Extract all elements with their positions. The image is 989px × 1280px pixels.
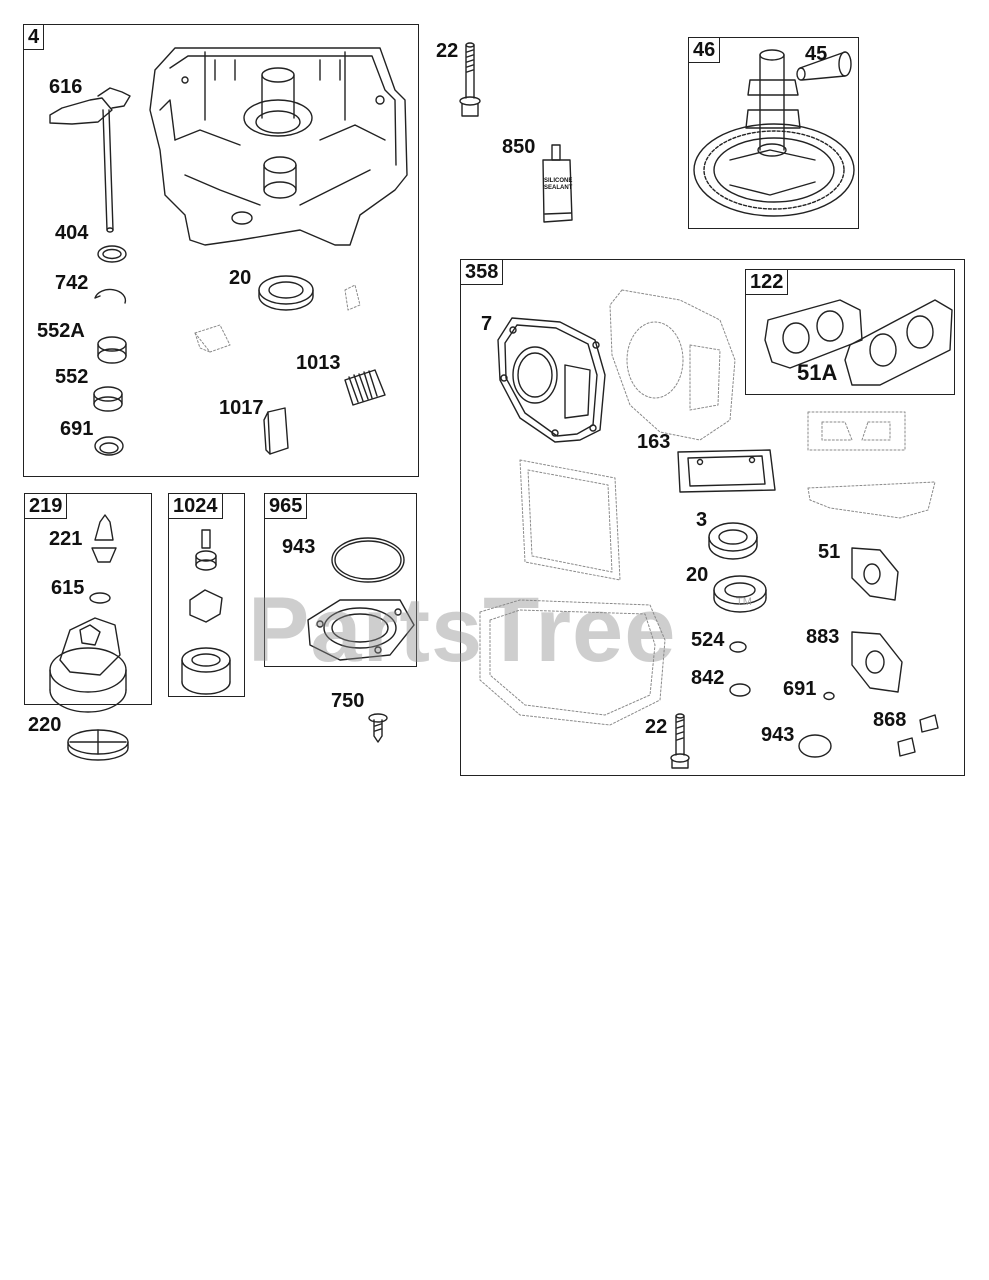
sealant-text-1: SILICONE <box>544 178 573 184</box>
box-camshaft: 46 <box>688 37 859 229</box>
callout-220: 220 <box>28 714 62 736</box>
callout-1017: 1017 <box>219 397 264 419</box>
box-gasket-set: 358 <box>460 259 965 776</box>
callout-691b: 691 <box>783 678 817 700</box>
box-label-cover: 965 <box>265 494 308 519</box>
callout-1013: 1013 <box>296 352 341 374</box>
callout-221: 221 <box>49 528 83 550</box>
box-label-oil-pump: 219 <box>25 494 68 519</box>
box-oil-pump: 219 <box>24 493 152 705</box>
box-label-crankcase: 4 <box>24 25 45 50</box>
callout-943b: 943 <box>761 724 795 746</box>
callout-883: 883 <box>806 626 840 648</box>
box-label-filter: 1024 <box>169 494 223 519</box>
trademark-mark: TM <box>736 596 752 608</box>
box-label-camshaft: 46 <box>689 38 721 63</box>
callout-552A: 552A <box>37 320 85 342</box>
callout-20b: 20 <box>686 564 709 586</box>
callout-842: 842 <box>691 667 725 689</box>
sealant-text-2: SEALANT <box>544 185 573 191</box>
box-crankcase: 4 <box>23 24 419 477</box>
box-cover: 965 <box>264 493 417 667</box>
callout-850: 850 <box>502 136 536 158</box>
box-label-gasket-set: 358 <box>461 260 504 285</box>
callout-22-top: 22 <box>436 40 459 62</box>
callout-552: 552 <box>55 366 89 388</box>
callout-20: 20 <box>229 267 252 289</box>
callout-51: 51 <box>818 541 841 563</box>
callout-943: 943 <box>282 536 316 558</box>
callout-51A: 51A <box>797 360 838 385</box>
box-filter: 1024 <box>168 493 245 697</box>
box-intake-gasket: 122 <box>745 269 955 395</box>
screen-220 <box>67 729 129 761</box>
screw-750 <box>368 713 388 743</box>
callout-868: 868 <box>873 709 907 731</box>
callout-615: 615 <box>51 577 85 599</box>
callout-750: 750 <box>331 690 365 712</box>
callout-524: 524 <box>691 629 725 651</box>
callout-7: 7 <box>481 313 493 335</box>
box-label-intake-gasket: 122 <box>746 270 789 295</box>
bolt-22-top <box>459 42 481 117</box>
callout-3: 3 <box>696 509 708 531</box>
callout-742: 742 <box>55 272 89 294</box>
callout-22b: 22 <box>645 716 668 738</box>
callout-45: 45 <box>805 43 828 65</box>
callout-163: 163 <box>637 431 671 453</box>
watermark: PartsTree <box>248 579 677 681</box>
callout-691: 691 <box>60 418 94 440</box>
callout-404: 404 <box>55 222 89 244</box>
callout-616: 616 <box>49 76 83 98</box>
